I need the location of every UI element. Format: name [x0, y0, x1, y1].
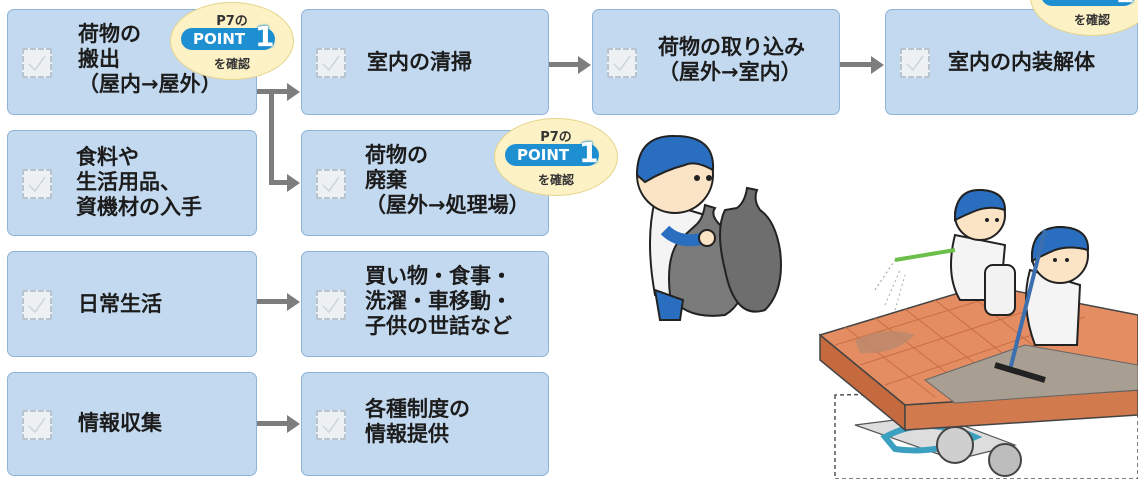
arrow	[269, 180, 287, 185]
checkbox[interactable]	[316, 410, 346, 440]
box-room-cleaning-label: 室内の清掃	[367, 50, 472, 74]
box-daily-life: 日常生活	[7, 251, 257, 357]
checkbox[interactable]	[900, 48, 930, 78]
arrow-head	[287, 414, 300, 433]
badge-number: 1	[579, 136, 599, 169]
arrow	[549, 62, 579, 67]
worker-garbage-bags-illustration	[635, 134, 782, 321]
checkbox[interactable]	[22, 290, 52, 320]
box-disposal-label: 荷物の 廃棄 （屋外→処理場）	[365, 143, 530, 217]
checkbox[interactable]	[22, 48, 52, 78]
checkbox[interactable]	[316, 290, 346, 320]
badge-point-pill: POINT	[505, 144, 599, 166]
box-daily-life-label: 日常生活	[78, 292, 162, 316]
badge-confirm: を確認	[213, 57, 250, 71]
box-interior-demolition: 室内の内装解体	[885, 9, 1138, 115]
box-carry-in: 荷物の取り込み （屋外→室内）	[592, 9, 840, 115]
checkbox[interactable]	[316, 48, 346, 78]
box-interior-demolition-label: 室内の内装解体	[948, 50, 1095, 74]
checkbox[interactable]	[607, 48, 637, 78]
badge-confirm: を確認	[537, 173, 574, 187]
box-supplies-label: 食料や 生活用品、 資機材の入手	[76, 145, 202, 219]
badge-confirm: を確認	[1073, 13, 1110, 27]
box-supplies: 食料や 生活用品、 資機材の入手	[7, 130, 257, 236]
badge-point-pill: POINT	[181, 28, 275, 50]
box-carry-in-label: 荷物の取り込み （屋外→室内）	[658, 35, 805, 84]
arrow-head	[578, 55, 591, 74]
arrow	[840, 62, 872, 67]
checkbox[interactable]	[22, 169, 52, 199]
arrow	[269, 89, 274, 185]
point-badge[interactable]: P7の POINT 1 を確認	[494, 118, 618, 196]
box-room-cleaning: 室内の清掃	[301, 9, 549, 115]
box-daily-tasks: 買い物・食事・ 洗濯・車移動・ 子供の世話など	[301, 251, 549, 357]
box-info-gathering-label: 情報収集	[78, 411, 162, 435]
arrow	[257, 299, 288, 304]
badge-point-pill: POINT	[1041, 0, 1135, 6]
arrow-head	[287, 82, 300, 101]
arrow-head	[871, 55, 884, 74]
arrow	[269, 89, 287, 94]
arrow-head	[287, 292, 300, 311]
badge-page: P7の	[216, 14, 248, 29]
arrow	[257, 421, 288, 426]
box-daily-tasks-label: 買い物・食事・ 洗濯・車移動・ 子供の世話など	[365, 264, 512, 338]
arrow-head	[287, 173, 300, 192]
box-support-info: 各種制度の 情報提供	[301, 372, 549, 476]
badge-page: P7の	[540, 130, 572, 145]
box-info-gathering: 情報収集	[7, 372, 257, 476]
checkbox[interactable]	[316, 169, 346, 199]
box-support-info-label: 各種制度の 情報提供	[365, 397, 470, 446]
point-badge[interactable]: P7の POINT 1 を確認	[170, 2, 294, 80]
disinfection-illustration	[818, 188, 1138, 479]
badge-number: 1	[255, 20, 275, 53]
badge-number: 1	[1115, 0, 1134, 9]
arrow	[257, 89, 271, 94]
checkbox[interactable]	[22, 410, 52, 440]
point-badge[interactable]: P7の POINT 1 を確認	[1030, 0, 1138, 36]
box-carry-out-label: 荷物の 搬出 （屋内→屋外）	[78, 22, 222, 96]
